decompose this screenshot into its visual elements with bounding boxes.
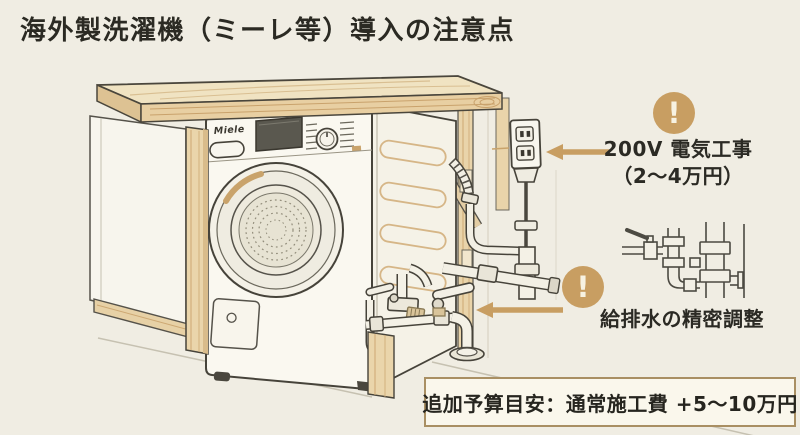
electrical-annotation-line1: 200V 電気工事 (603, 137, 753, 161)
electrical-annotation: 200V 電気工事 （2〜4万円） (588, 136, 768, 190)
outlet-wire (491, 147, 510, 150)
plumbing-diagram-icon (622, 222, 745, 298)
door (208, 162, 344, 298)
budget-note-box: 追加予算目安：通常施工費 +5〜10万円 (422, 377, 798, 427)
plumbing-annotation-label: 給排水の精密調整 (600, 307, 764, 331)
washing-machine: Miele (205, 103, 373, 391)
power-outlet (509, 118, 542, 252)
plug (512, 167, 540, 183)
service-panel (210, 298, 261, 350)
arrow-left-icon (476, 302, 563, 318)
electrical-annotation-line2: （2〜4万円） (612, 164, 744, 188)
exclamation-icon: ! (562, 266, 604, 308)
vent-lines (305, 121, 355, 150)
arrow-left-icon (546, 144, 610, 160)
display-panel (255, 116, 303, 152)
frame-posts (185, 126, 395, 399)
countertop (96, 75, 503, 124)
valve-lever (432, 282, 475, 301)
machine-foot (213, 371, 231, 382)
brand-logo: Miele (213, 124, 245, 137)
page-title: 海外製洗濯機（ミーレ等）導入の注意点 (20, 16, 516, 46)
cabinet-left-side (89, 115, 208, 343)
budget-note-label: 追加予算目安：通常施工費 +5〜10万円 (422, 391, 798, 416)
detergent-drawer (209, 140, 245, 159)
drain-hose (442, 157, 561, 300)
drum (238, 192, 314, 268)
exclamation-icon: ! (653, 92, 695, 134)
plumbing-annotation: 給排水の精密調整 (584, 306, 780, 333)
